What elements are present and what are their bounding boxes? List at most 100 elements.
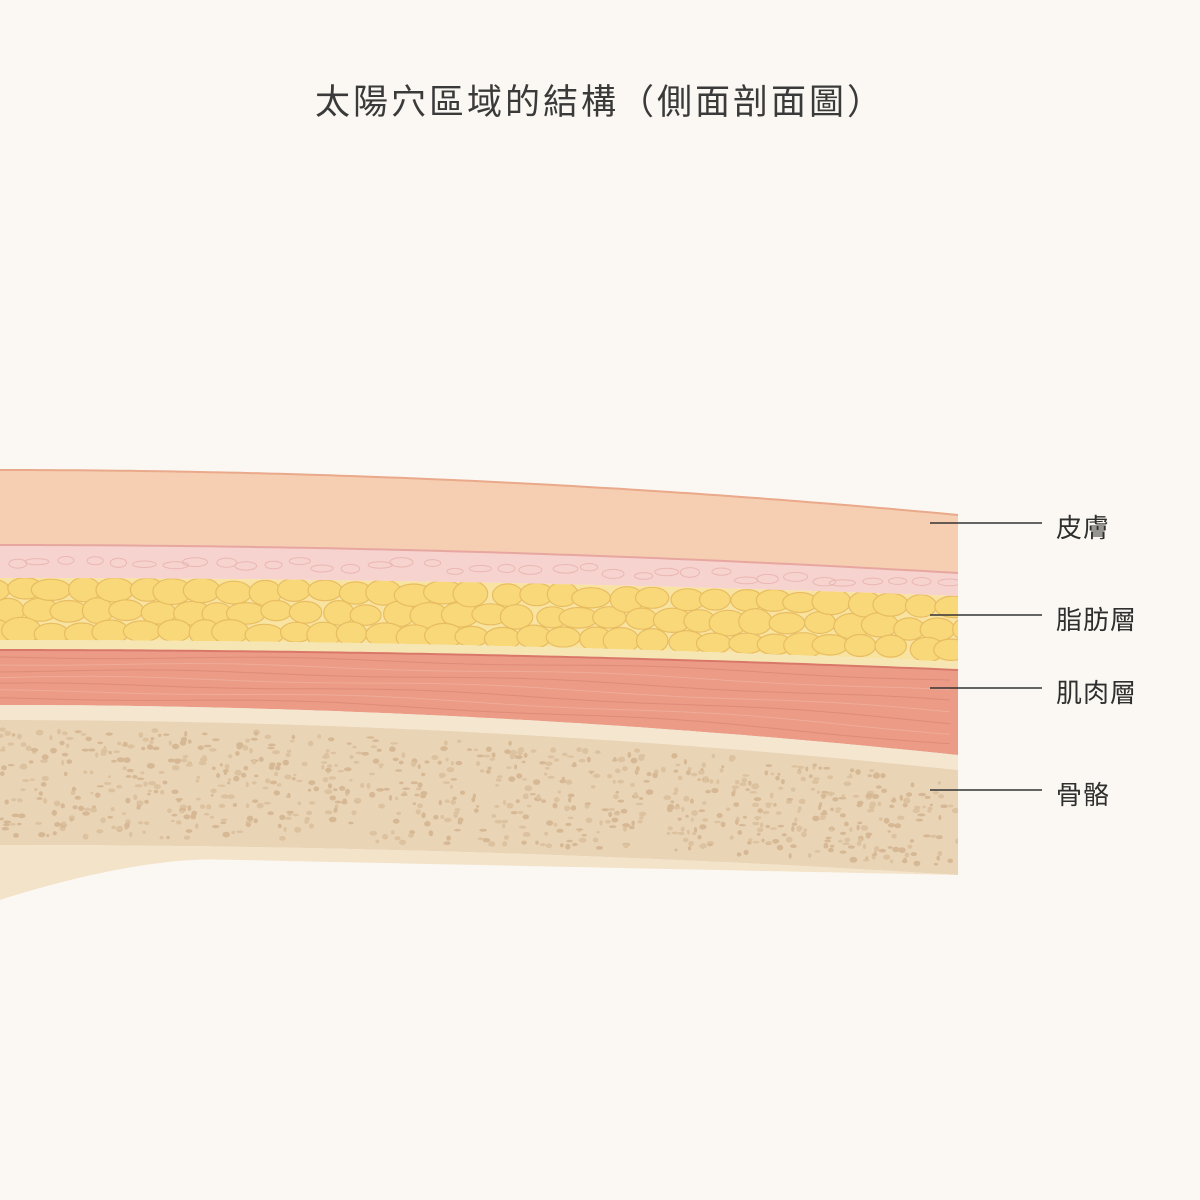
bone-pore [450,761,454,766]
bone-pore [849,768,855,773]
bone-pore [209,748,217,752]
bone-pore [235,751,240,756]
bone-pore [737,830,743,835]
bone-pore [450,784,454,789]
bone-pore [485,746,492,752]
bone-pore [769,792,774,799]
bone-pore [383,787,390,791]
bone-pore [522,832,531,837]
bone-pore [270,780,277,785]
bone-pore [401,752,406,758]
bone-pore [328,737,335,742]
bone-pore [146,762,155,769]
bone-pore [739,782,747,786]
bone-pore [19,764,28,770]
bone-pore [889,859,894,864]
bone-pore [171,813,178,817]
bone-pore [366,782,371,789]
bone-pore [174,761,180,764]
bone-pore [524,785,533,792]
label-bone: 骨骼 [1056,781,1111,811]
bone-pore [547,775,555,779]
bone-pore [880,773,886,779]
bone-pore [265,778,271,784]
bone-pore [4,730,11,736]
bone-pore [742,815,747,819]
bone-pore [857,821,863,825]
bone-pore [333,807,338,813]
bone-pore [756,832,761,836]
bone-pore [185,829,193,833]
bone-pore [372,739,380,743]
bone-pore [807,853,812,858]
bone-pore [865,832,873,836]
bone-pore [785,800,793,804]
bone-pore [328,816,337,823]
bone-pore [852,794,860,798]
bone-pore [849,827,853,833]
bone-pore [773,803,777,807]
bone-pore [267,746,275,750]
bone-pore [716,779,720,785]
bone-pore [246,815,254,822]
bone-pore [162,780,168,785]
bone-pore [627,751,632,758]
bone-pore [253,774,259,778]
bone-pore [700,843,707,848]
bone-pore [297,801,302,806]
bone-pore [565,843,571,850]
bone-pore [443,817,452,823]
bone-pore [687,767,692,771]
bone-pore [212,824,220,829]
bone-pore [827,847,834,853]
bone-pore [622,766,628,772]
bone-pore [132,775,138,779]
bone-pore [530,749,537,753]
bone-pore [544,831,549,836]
bone-pore [922,834,931,838]
bone-pore [251,781,257,785]
bone-pore [116,784,123,789]
bone-pore [741,777,747,783]
bone-pore [148,781,156,786]
bone-pore [236,830,244,834]
bone-pore [543,772,548,776]
bone-pore [887,846,893,849]
bone-pore [535,840,539,845]
bone-pore [566,839,573,843]
bone-pore [232,803,237,807]
bone-pore [455,760,463,766]
bone-pore [912,808,920,814]
bone-pore [856,840,862,847]
bone-pore [623,843,629,849]
bone-pore [933,862,939,866]
bone-pore [354,797,361,803]
bone-pore [584,802,592,805]
bone-pore [25,745,32,752]
bone-pore [289,740,295,743]
bone-pore [136,777,145,781]
bone-pore [122,741,128,747]
bone-pore [7,742,15,746]
bone-pore [940,804,948,809]
bone-pore [728,755,736,761]
bone-pore [929,803,934,807]
bone-pore [370,745,377,749]
bone-pore [201,732,208,736]
bone-pore [142,737,149,742]
dermis-cell [937,578,958,587]
fat-cell [491,583,524,607]
bone-pore [521,840,527,845]
bone-pore [417,803,423,809]
bone-pore [874,772,880,777]
bone-pore [483,754,491,758]
bone-pore [60,803,65,809]
bone-pore [617,757,626,763]
bone-pore [752,821,760,826]
bone-pore [932,791,940,795]
bone-pore [529,793,536,796]
bone-pore [891,797,896,803]
bone-pore [539,761,547,765]
fat-cell [215,580,253,605]
bone-pore [348,821,354,825]
